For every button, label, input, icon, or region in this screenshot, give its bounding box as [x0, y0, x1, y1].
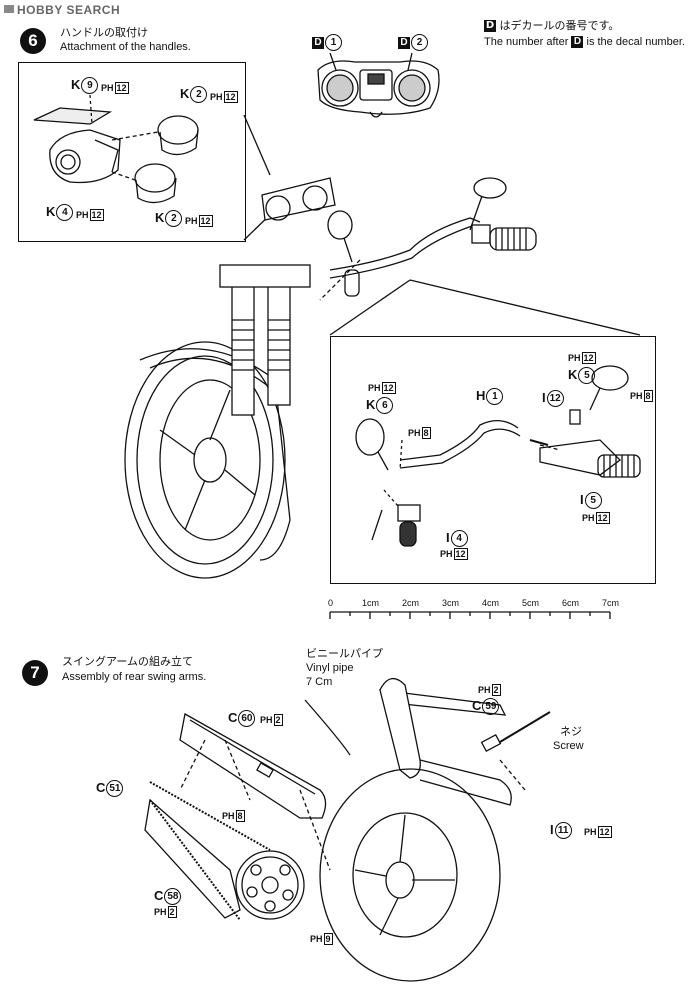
handlebar-detail-drawing: [355, 365, 641, 547]
vinyl-pipe-jp: ビニールパイプ: [306, 647, 383, 660]
step-6-title-en: Attachment of the handles.: [60, 41, 191, 53]
screw-jp: ネジ: [560, 725, 582, 738]
decal-note-jp: D はデカールの番号です。: [484, 19, 620, 32]
step-7-title-en: Assembly of rear swing arms.: [62, 671, 207, 683]
ruler-label: 7cm: [602, 598, 620, 608]
motorcycle-front-drawing: [124, 177, 641, 579]
ruler-drawing: [329, 611, 611, 619]
step-6-number: 6: [20, 28, 46, 54]
decal-note-en: The number after D is the decal number.: [484, 35, 685, 48]
decal-symbol-icon: D: [571, 36, 584, 48]
ruler-label: 0: [328, 598, 334, 608]
ruler-label: 3cm: [442, 598, 460, 608]
vinyl-pipe-length: 7 Cm: [306, 676, 333, 688]
step-6-title-jp: ハンドルの取付け: [60, 26, 148, 39]
ruler-label: 1cm: [362, 598, 380, 608]
swing-arm-drawing: [144, 678, 551, 982]
watermark-logo-icon: [4, 5, 14, 13]
meter-bracket-drawing: [33, 94, 199, 204]
decal-symbol-icon: D: [484, 20, 496, 32]
screw-en: Screw: [553, 740, 584, 752]
meter-inset-box: [18, 62, 246, 242]
handlebar-inset-box: [330, 336, 656, 584]
ruler-label: 4cm: [482, 598, 500, 608]
ruler-label: 6cm: [562, 598, 580, 608]
step-7-title-jp: スイングアームの組み立て: [62, 655, 194, 668]
ruler-label: 5cm: [522, 598, 540, 608]
vinyl-pipe-en: Vinyl pipe: [306, 662, 354, 674]
step-7-number: 7: [22, 660, 48, 686]
meter-decal-drawing: [317, 52, 440, 118]
ruler-label: 2cm: [402, 598, 420, 608]
inset-box-lines: [243, 114, 276, 241]
watermark-text: HOBBY SEARCH: [17, 3, 121, 17]
